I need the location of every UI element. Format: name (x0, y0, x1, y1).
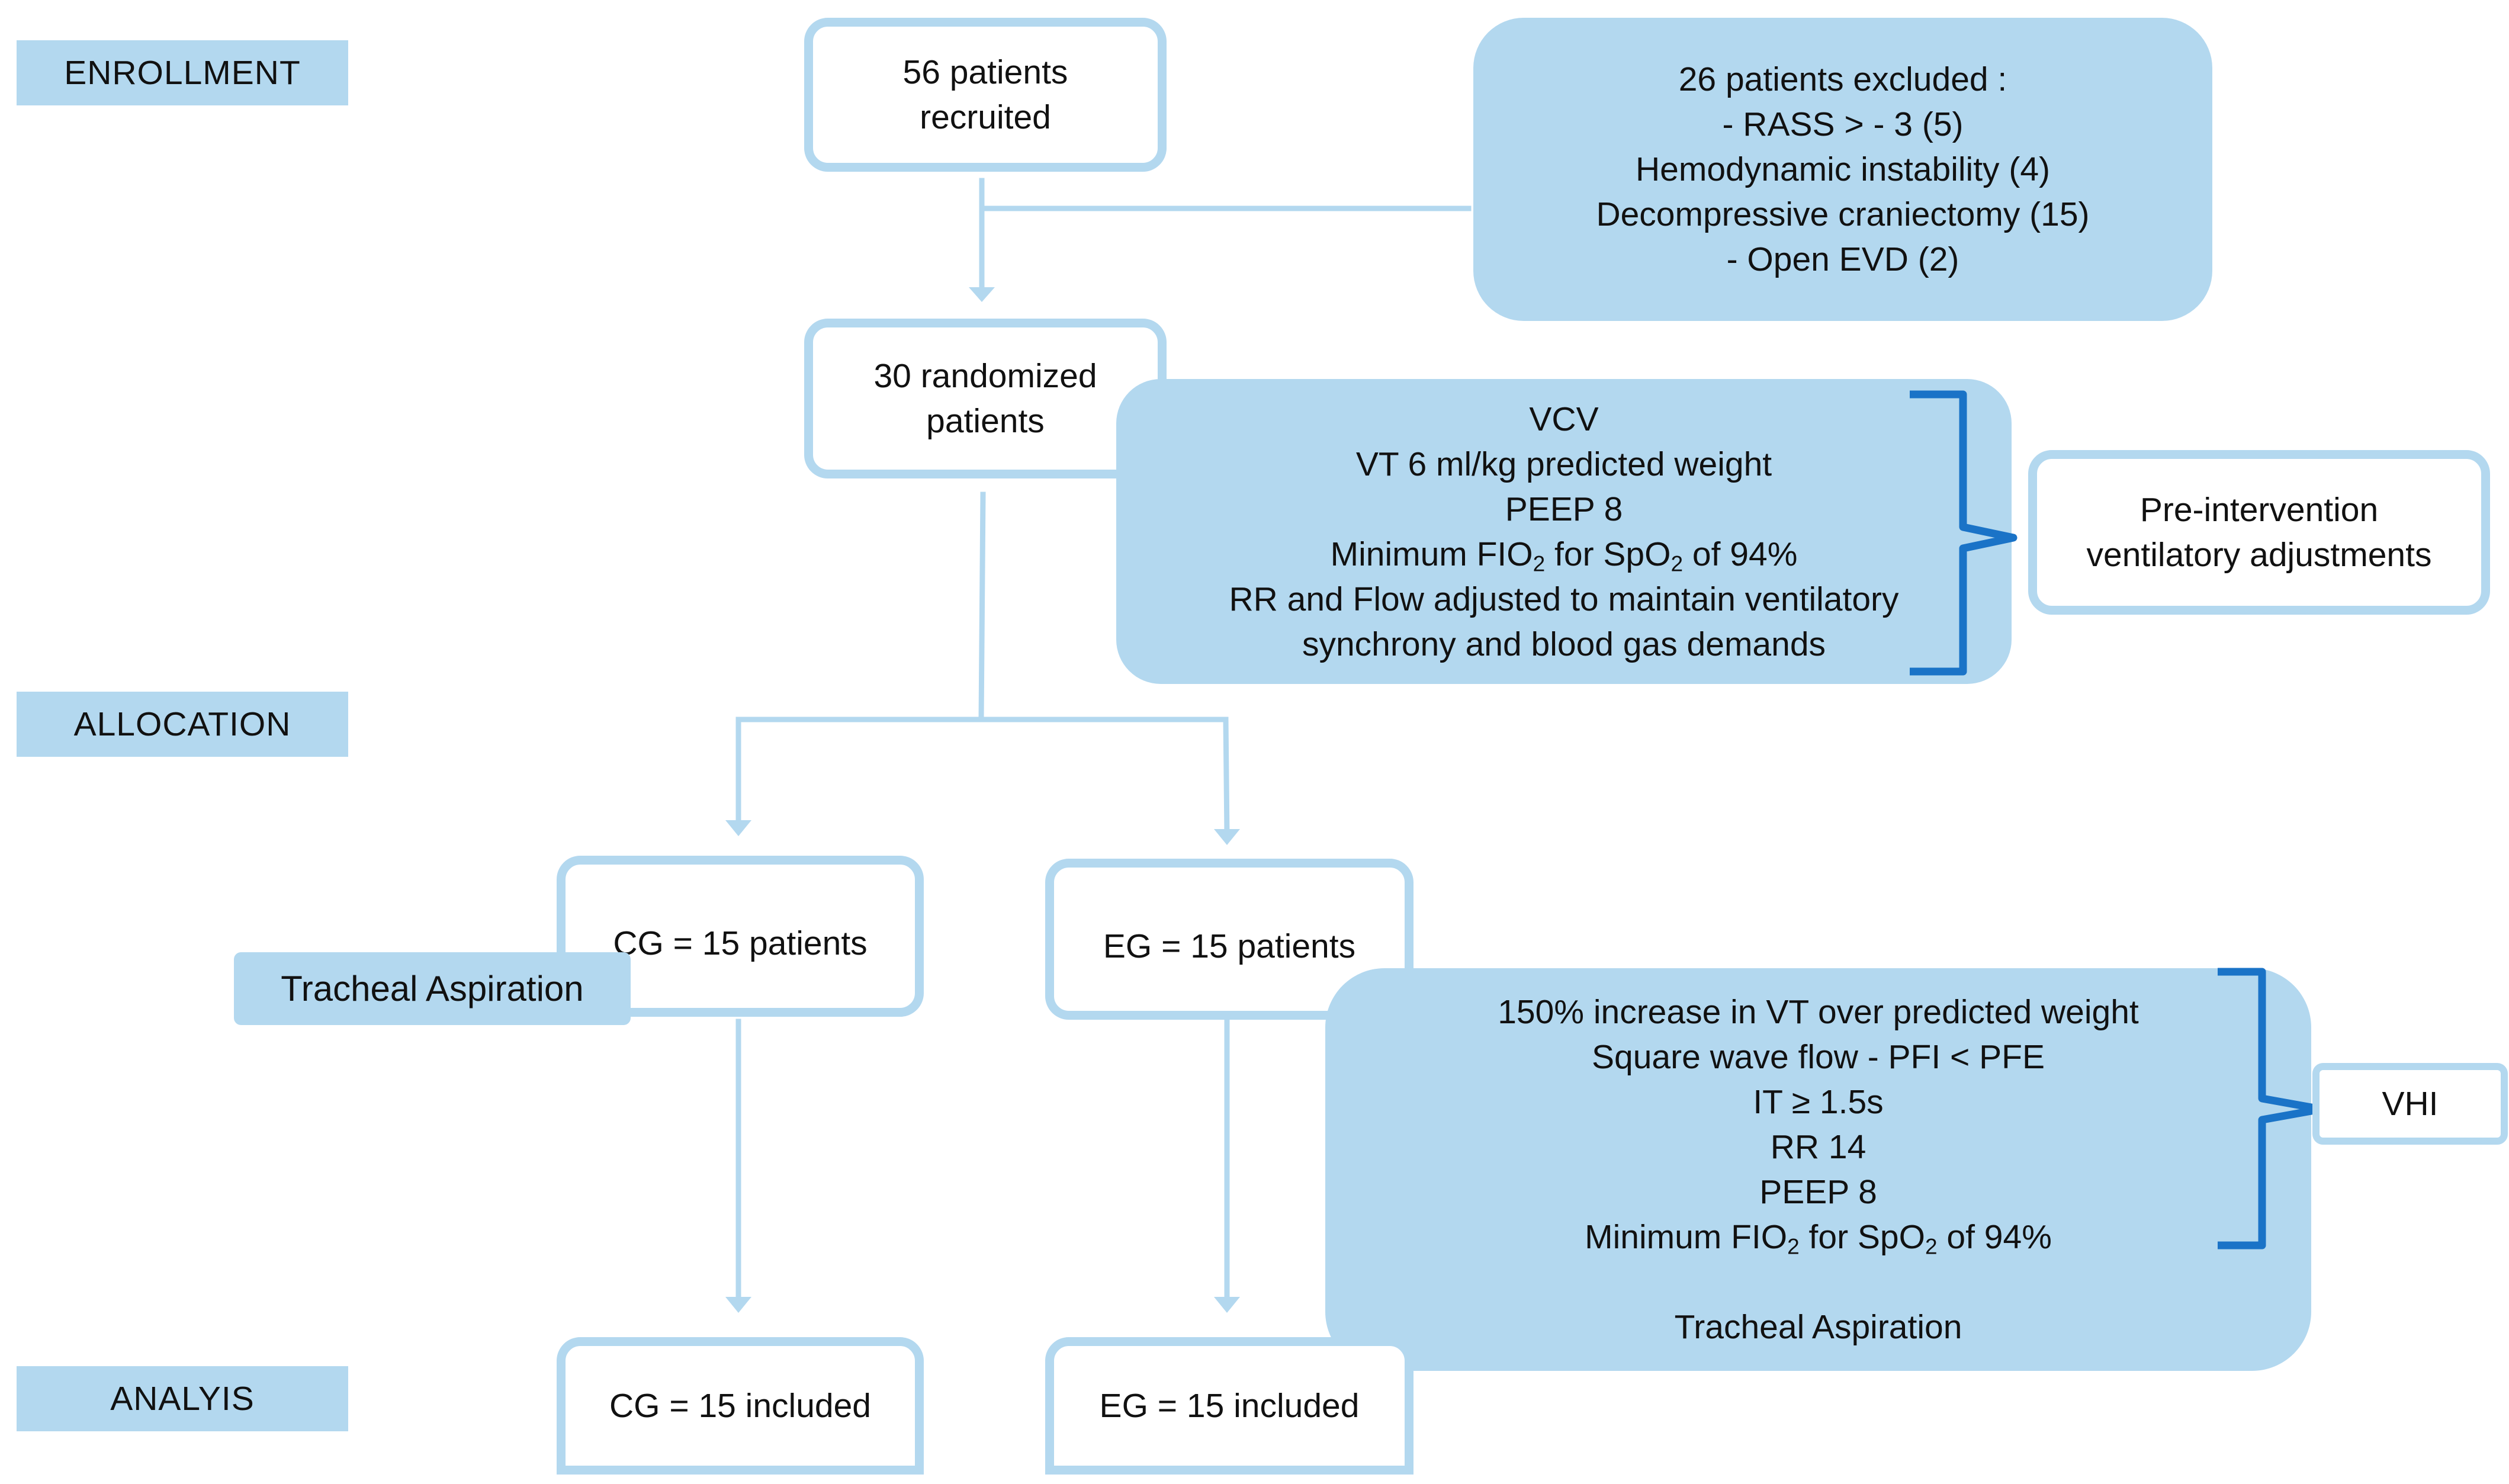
vhi-protocol-spacer (1814, 1260, 1823, 1305)
excluded-line: - RASS > - 3 (5) (1722, 105, 1964, 143)
ventilation-line: VT 6 ml/kg predicted weight (1355, 445, 1772, 483)
vhi-protocol-line: PEEP 8 (1759, 1173, 1877, 1211)
cg-included-box: CG = 15 included (557, 1337, 924, 1475)
stage-label-analysis: ANALYIS (17, 1366, 348, 1431)
ventilation-brace (1910, 390, 2018, 676)
stage-label-text: ANALYIS (110, 1380, 255, 1418)
fio2-subscript: 2 (1533, 550, 1546, 576)
excluded-line: Hemodynamic instability (4) (1635, 150, 2051, 188)
cg-group-label: CG = 15 patients (613, 924, 868, 962)
pre-intervention-box: Pre-intervention ventilatory adjustments (2028, 450, 2490, 615)
tracheal-aspiration-tag: Tracheal Aspiration (234, 952, 631, 1025)
ventilation-settings-box: VCV VT 6 ml/kg predicted weight PEEP 8 M… (1116, 379, 2012, 684)
spo2-label: for SpO (1799, 1218, 1925, 1256)
fio2-label: Minimum FIO (1585, 1218, 1788, 1256)
arrowhead-eg-analysis (1214, 1297, 1240, 1313)
stage-label-allocation: ALLOCATION (17, 692, 348, 757)
arrowhead-randomized (969, 287, 995, 302)
recruited-line: 56 patients (902, 53, 1068, 91)
vhi-label: VHI (2382, 1085, 2439, 1123)
spo2-target: of 94% (1683, 535, 1798, 573)
excluded-box: 26 patients excluded : - RASS > - 3 (5) … (1473, 18, 2212, 321)
ventilation-line: synchrony and blood gas demands (1302, 625, 1826, 663)
eg-group-label: EG = 15 patients (1103, 927, 1356, 965)
connector-randomized-down (978, 492, 986, 722)
excluded-line: 26 patients excluded : (1678, 60, 2007, 98)
excluded-line: Decompressive craniectomy (15) (1596, 195, 2090, 233)
eg-included-label: EG = 15 included (1099, 1387, 1360, 1425)
vhi-protocol-box: 150% increase in VT over predicted weigh… (1325, 968, 2311, 1371)
ventilation-line: RR and Flow adjusted to maintain ventila… (1229, 580, 1899, 618)
fio2-subscript: 2 (1787, 1234, 1800, 1259)
randomized-box: 30 randomized patients (804, 319, 1167, 478)
stage-label-enrollment: ENROLLMENT (17, 40, 348, 105)
eg-included-box: EG = 15 included (1045, 1337, 1413, 1475)
arrowhead-eg (1214, 829, 1240, 845)
vhi-protocol-line: IT ≥ 1.5s (1753, 1083, 1884, 1121)
pre-intervention-line: ventilatory adjustments (2086, 536, 2432, 574)
fio2-label: Minimum FIO (1330, 535, 1533, 573)
vhi-protocol-line: RR 14 (1770, 1128, 1867, 1166)
vhi-protocol-line: Tracheal Aspiration (1674, 1308, 1962, 1346)
excluded-line: - Open EVD (2) (1726, 240, 1959, 278)
spo2-label: for SpO (1545, 535, 1671, 573)
ventilation-line: Minimum FIO2 for SpO2 of 94% (1331, 532, 1798, 577)
recruited-line: recruited (920, 98, 1051, 136)
ventilation-line: VCV (1529, 400, 1599, 438)
tracheal-aspiration-label: Tracheal Aspiration (281, 969, 584, 1008)
vhi-protocol-line: 150% increase in VT over predicted weigh… (1498, 993, 2139, 1031)
spo2-subscript: 2 (1925, 1234, 1938, 1259)
cg-included-label: CG = 15 included (609, 1387, 872, 1425)
stage-label-text: ENROLLMENT (64, 54, 301, 92)
vhi-label-box: VHI (2312, 1063, 2508, 1145)
vhi-protocol-line: Square wave flow - PFI < PFE (1591, 1038, 2045, 1076)
pre-intervention-line: Pre-intervention (2139, 491, 2379, 529)
stage-label-text: ALLOCATION (73, 705, 291, 743)
arrowhead-cg-analysis (725, 1297, 751, 1313)
randomized-line: patients (926, 402, 1045, 440)
vhi-protocol-line: Minimum FIO2 for SpO2 of 94% (1585, 1215, 2052, 1260)
spo2-subscript: 2 (1670, 550, 1684, 576)
recruited-box: 56 patients recruited (804, 18, 1167, 172)
randomized-line: 30 randomized (873, 357, 1097, 395)
arrowhead-cg (725, 820, 751, 836)
connector-to-eg (1223, 717, 1230, 838)
ventilation-line: PEEP 8 (1505, 490, 1623, 528)
spo2-target: of 94% (1937, 1218, 2052, 1256)
